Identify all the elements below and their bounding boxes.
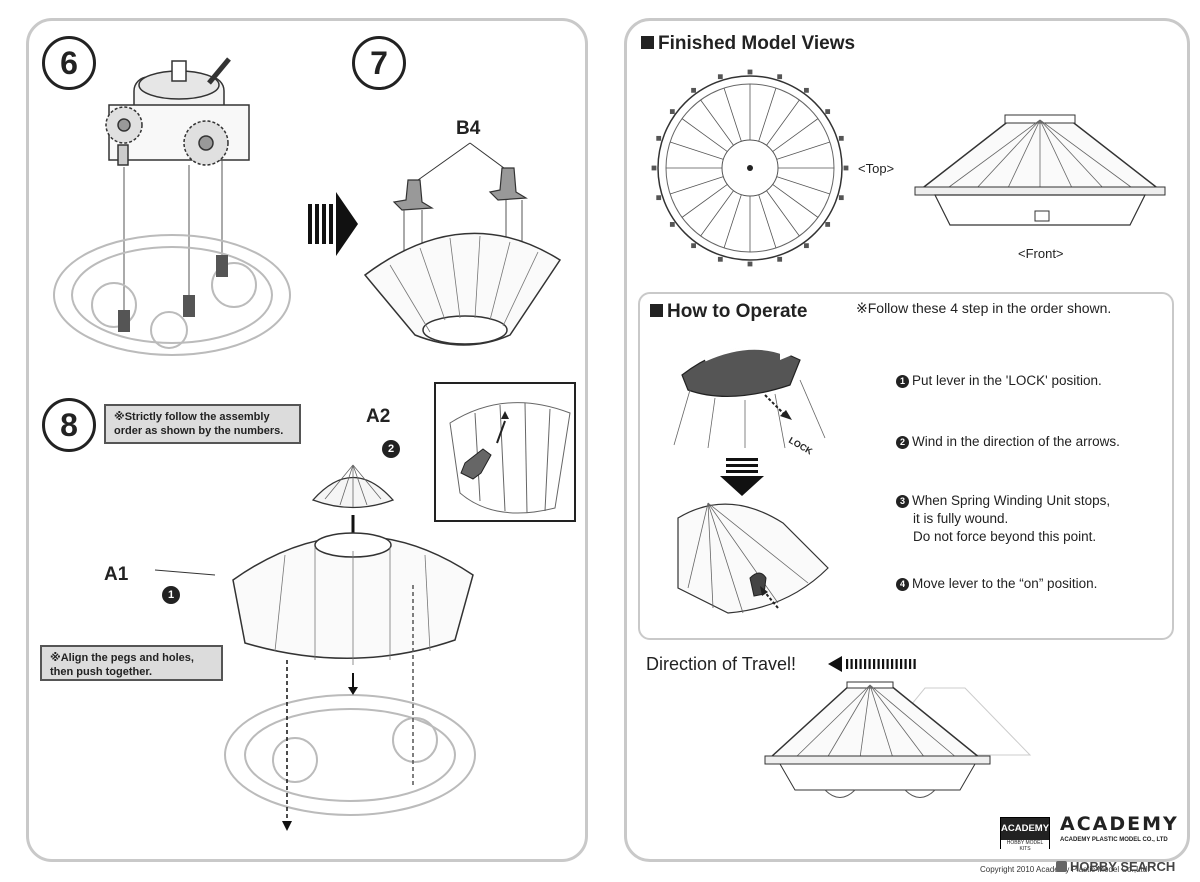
operate-step-2-text: Wind in the direction of the arrows. [912, 434, 1120, 449]
travel-illustration [764, 681, 1032, 798]
finished-views-title: Finished Model Views [641, 33, 855, 55]
finished-views-title-text: Finished Model Views [658, 33, 856, 54]
academy-badge-bottom: HOBBY MODEL KITS [1001, 840, 1049, 852]
top-view-label: <Top> [858, 161, 895, 176]
part-a2-label: A2 [366, 406, 391, 427]
academy-badge: ACADEMY HOBBY MODEL KITS [1000, 817, 1050, 852]
front-view-illustration [914, 114, 1166, 226]
step-8-number: 8 [42, 398, 96, 452]
step-8-assembly-illustration [154, 464, 476, 831]
operate-step-1-text: Put lever in the 'LOCK' position. [912, 373, 1102, 388]
operate-step-3-line3: Do not force beyond this point. [913, 529, 1097, 544]
lever-on-illustration [677, 502, 829, 614]
title-square-icon [650, 304, 663, 317]
next-step-arrow [308, 192, 358, 256]
operate-step-1-number: 1 [896, 375, 909, 388]
peg-alignment-note: ※Align the pegs and holes, then push tog… [40, 645, 223, 681]
operate-step-3-line2: it is fully wound. [913, 511, 1009, 526]
direction-of-travel-title: Direction of Travel! [646, 654, 797, 674]
step-6-gearbox-illustration [53, 57, 291, 356]
front-view-label: <Front> [1018, 246, 1064, 261]
operate-step-4-number: 4 [896, 578, 909, 591]
operate-step-2-number: 2 [896, 436, 909, 449]
step-7-upper-body-illustration [363, 142, 562, 346]
top-view-illustration [651, 69, 849, 267]
step-7-number: 7 [352, 36, 406, 90]
hobby-search-watermark: HOBBY SEARCH [1056, 859, 1175, 874]
title-square-icon [641, 36, 654, 49]
watermark-text: HOBBY SEARCH [1070, 859, 1176, 874]
lever-detail-inset [434, 382, 576, 522]
part-b4-label: B4 [456, 118, 481, 139]
how-to-operate-box [638, 292, 1174, 640]
assembly-order-note: ※Strictly follow the assembly order as s… [104, 404, 301, 444]
operate-step-4-text: Move lever to the “on” position. [912, 576, 1098, 591]
watermark-icon [1056, 861, 1067, 872]
academy-company-name: ACADEMY PLASTIC MODEL CO., LTD [1060, 837, 1168, 843]
academy-badge-top: ACADEMY [1001, 823, 1050, 834]
operate-order-note: ※Follow these 4 step in the order shown. [856, 300, 1112, 316]
how-to-operate-title: How to Operate [650, 301, 807, 323]
operate-step-3-line1: When Spring Winding Unit stops, [912, 493, 1111, 508]
operate-next-arrow [720, 458, 764, 496]
lever-lock-illustration: LOCK [673, 346, 826, 457]
part-a1-label: A1 [104, 564, 129, 585]
academy-logo: ACADEMY [1060, 813, 1179, 835]
how-to-operate-title-text: How to Operate [667, 301, 808, 322]
order-bullet-1: 1 [162, 586, 180, 604]
operate-step-3-number: 3 [896, 495, 909, 508]
step-6-number: 6 [42, 36, 96, 90]
travel-direction-arrow [828, 656, 916, 672]
order-bullet-2: 2 [382, 440, 400, 458]
